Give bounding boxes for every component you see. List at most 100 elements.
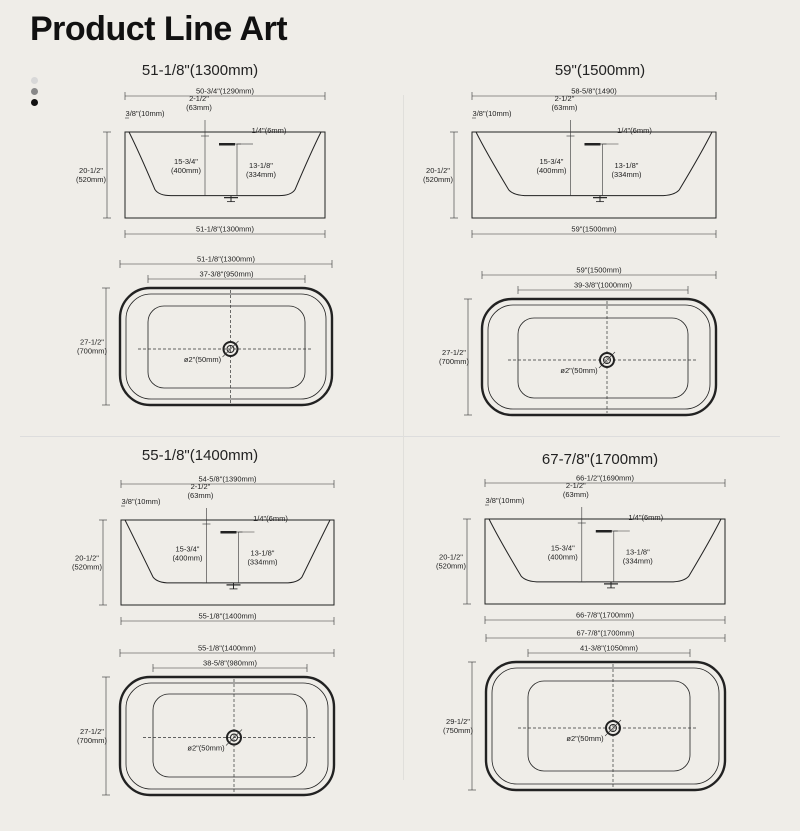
top-view: ø2"(50mm)51-1/8"(1300mm)37-3/8"(950mm)27… xyxy=(77,255,334,407)
inner-depth-dim-label: 15-3/4"(400mm) xyxy=(536,157,567,175)
wall-label: 3/8"(10mm) xyxy=(126,109,165,118)
height-dim-label: 20-1/2"(520mm) xyxy=(436,553,467,571)
basin-profile xyxy=(475,131,713,197)
inner-depth-dim-label: 15-3/4"(400mm) xyxy=(171,157,202,175)
depth-dim-label: 29-1/2"(750mm) xyxy=(443,717,474,735)
drawing-group: 54-5/8"(1390mm) 55-1/8"(1400mm) 20-1/2"(52… xyxy=(72,475,336,797)
horizontal-divider xyxy=(20,436,780,437)
drawing-group: 66-1/2"(1690mm) 66-7/8"(1700mm) 20-1/2"(52… xyxy=(436,474,727,792)
model-2: 59"(1500mm) 58-5/8"(1490) 59"(1500mm) 20-1/… xyxy=(400,62,800,442)
height-dim-label: 20-1/2"(520mm) xyxy=(72,554,103,572)
drain-leader xyxy=(225,729,243,746)
model-title: 67-7/8"(1700mm) xyxy=(541,451,659,468)
side-outline xyxy=(484,518,726,605)
wall-label: 3/8"(10mm) xyxy=(122,497,161,506)
top-view: ø2"(50mm) 55-1/8"(1400mm) 38-5/8"(980mm) 27… xyxy=(77,644,336,797)
drain-outer-icon xyxy=(222,341,239,357)
overflow-label: 1/4"(6mm) xyxy=(628,513,663,522)
top-width-dim-label: 50-3/4"(1290mm) xyxy=(196,87,255,96)
side-outline xyxy=(124,131,326,219)
overflow-label: 1/4"(6mm) xyxy=(617,126,652,135)
tub-inner-rim xyxy=(125,293,327,400)
tub-outer-rim xyxy=(484,660,727,792)
tub-outer-rim xyxy=(480,297,718,417)
wall-label: 3/8"(10mm) xyxy=(473,109,512,118)
wall-label: 3/8"(10mm) xyxy=(486,496,525,505)
dot-3[interactable] xyxy=(31,99,38,106)
inner-depth-dim-label: 15-3/4"(400mm) xyxy=(172,544,203,562)
overflow-slot xyxy=(219,143,235,146)
drain-leader xyxy=(598,351,616,369)
tub-inner-rim xyxy=(487,304,711,410)
tub-inner-rim xyxy=(125,682,329,790)
model-title: 51-1/8"(1300mm) xyxy=(141,62,259,79)
drawing-group: 58-5/8"(1490) 59"(1500mm) 20-1/2"(520mm) 3/… xyxy=(423,87,718,417)
model-title: 59"(1500mm) xyxy=(554,62,646,79)
inner-width-dim-label: 37-3/8"(950mm) xyxy=(200,270,254,279)
drain-label: ø2"(50mm) xyxy=(566,734,604,743)
basin-profile xyxy=(488,518,722,583)
bottom-width-dim-label: 59"(1500mm) xyxy=(571,225,617,234)
drain-outer-icon xyxy=(605,720,621,736)
drain-label: ø2"(50mm) xyxy=(187,744,225,753)
side-outline xyxy=(471,131,717,219)
drain-inner-icon xyxy=(226,345,235,353)
rim-offset-label: 2-1/2"(63mm) xyxy=(563,481,589,499)
height-dim-label: 20-1/2"(520mm) xyxy=(423,166,454,184)
top-view: ø2"(50mm) 59"(1500mm) 39-3/8"(1000mm) 27-1/… xyxy=(439,266,718,417)
model-1: 51-1/8"(1300mm) 50-3/4"(1290mm) 51-1/8"(13… xyxy=(0,62,400,442)
side-view: 66-1/2"(1690mm) 66-7/8"(1700mm) 20-1/2"(52… xyxy=(436,474,726,624)
drain-inner-icon xyxy=(230,733,238,742)
outer-width-dim-label: 51-1/8"(1300mm) xyxy=(197,255,256,264)
overflow-slot xyxy=(584,143,601,146)
side-view: 58-5/8"(1490) 59"(1500mm) 20-1/2"(520mm) 3/… xyxy=(423,87,717,238)
inner-width-dim-label: 39-3/8"(1000mm) xyxy=(574,281,633,290)
top-width-dim-label: 58-5/8"(1490) xyxy=(571,87,617,96)
tub-basin xyxy=(527,680,691,772)
rim-offset-label: 2-1/2"(63mm) xyxy=(186,94,212,112)
top-width-dim-label: 54-5/8"(1390mm) xyxy=(198,475,257,484)
bottom-width-dim-label: 55-1/8"(1400mm) xyxy=(198,612,257,621)
drawing-group: 50-3/4"(1290mm) 51-1/8"(1300mm) 20-1/2"(52… xyxy=(76,87,334,407)
pagination-dots xyxy=(31,77,38,110)
drain-depth-dim-label: 13-1/8"(334mm) xyxy=(246,161,277,179)
bottom-width-dim-label: 51-1/8"(1300mm) xyxy=(196,225,255,234)
overflow-slot xyxy=(220,531,237,534)
tub-basin xyxy=(147,305,306,389)
overflow-slot xyxy=(595,530,612,533)
model-4: 67-7/8"(1700mm) 66-1/2"(1690mm) 66-7/8"(17… xyxy=(400,451,800,831)
page-title: Product Line Art xyxy=(30,10,288,48)
drain-depth-dim-label: 13-1/8"(334mm) xyxy=(247,548,278,566)
dot-2[interactable] xyxy=(31,88,38,95)
drain-outer-icon xyxy=(226,729,242,746)
side-outline xyxy=(120,519,335,606)
side-view: 54-5/8"(1390mm) 55-1/8"(1400mm) 20-1/2"(52… xyxy=(72,475,335,625)
top-width-dim-label: 66-1/2"(1690mm) xyxy=(576,474,635,483)
basin-profile xyxy=(128,131,322,197)
rim-offset-label: 2-1/2"(63mm) xyxy=(188,482,214,500)
drain-label: ø2"(50mm) xyxy=(560,366,598,375)
line-drawing: 54-5/8"(1390mm) 55-1/8"(1400mm) 20-1/2"(52… xyxy=(72,475,336,797)
outer-width-dim-label: 55-1/8"(1400mm) xyxy=(198,644,257,653)
side-view: 50-3/4"(1290mm) 51-1/8"(1300mm) 20-1/2"(52… xyxy=(76,87,326,238)
height-dim-label: 20-1/2"(520mm) xyxy=(76,166,107,184)
basin-profile xyxy=(124,519,331,584)
tub-outer-rim xyxy=(118,286,334,407)
bottom-width-dim-label: 66-7/8"(1700mm) xyxy=(576,611,635,620)
overflow-label: 1/4"(6mm) xyxy=(252,126,287,135)
vertical-divider xyxy=(403,95,404,780)
overflow-label: 1/4"(6mm) xyxy=(253,514,288,523)
drain-leader xyxy=(222,340,239,358)
depth-dim-label: 27-1/2"(700mm) xyxy=(77,727,108,745)
tub-outer-rim xyxy=(118,675,336,797)
depth-dim-label: 27-1/2"(700mm) xyxy=(77,338,108,356)
model-3: 55-1/8"(1400mm) 54-5/8"(1390mm) 55-1/8"(14… xyxy=(0,447,400,827)
inner-width-dim-label: 38-5/8"(980mm) xyxy=(203,659,257,668)
drain-outer-icon xyxy=(599,352,615,368)
drain-leader xyxy=(604,719,622,737)
drain-inner-icon xyxy=(603,356,611,364)
depth-dim-label: 27-1/2"(700mm) xyxy=(439,348,470,366)
dot-1[interactable] xyxy=(31,77,38,84)
rim-offset-label: 2-1/2"(63mm) xyxy=(552,94,578,112)
outer-width-dim-label: 59"(1500mm) xyxy=(576,266,622,275)
